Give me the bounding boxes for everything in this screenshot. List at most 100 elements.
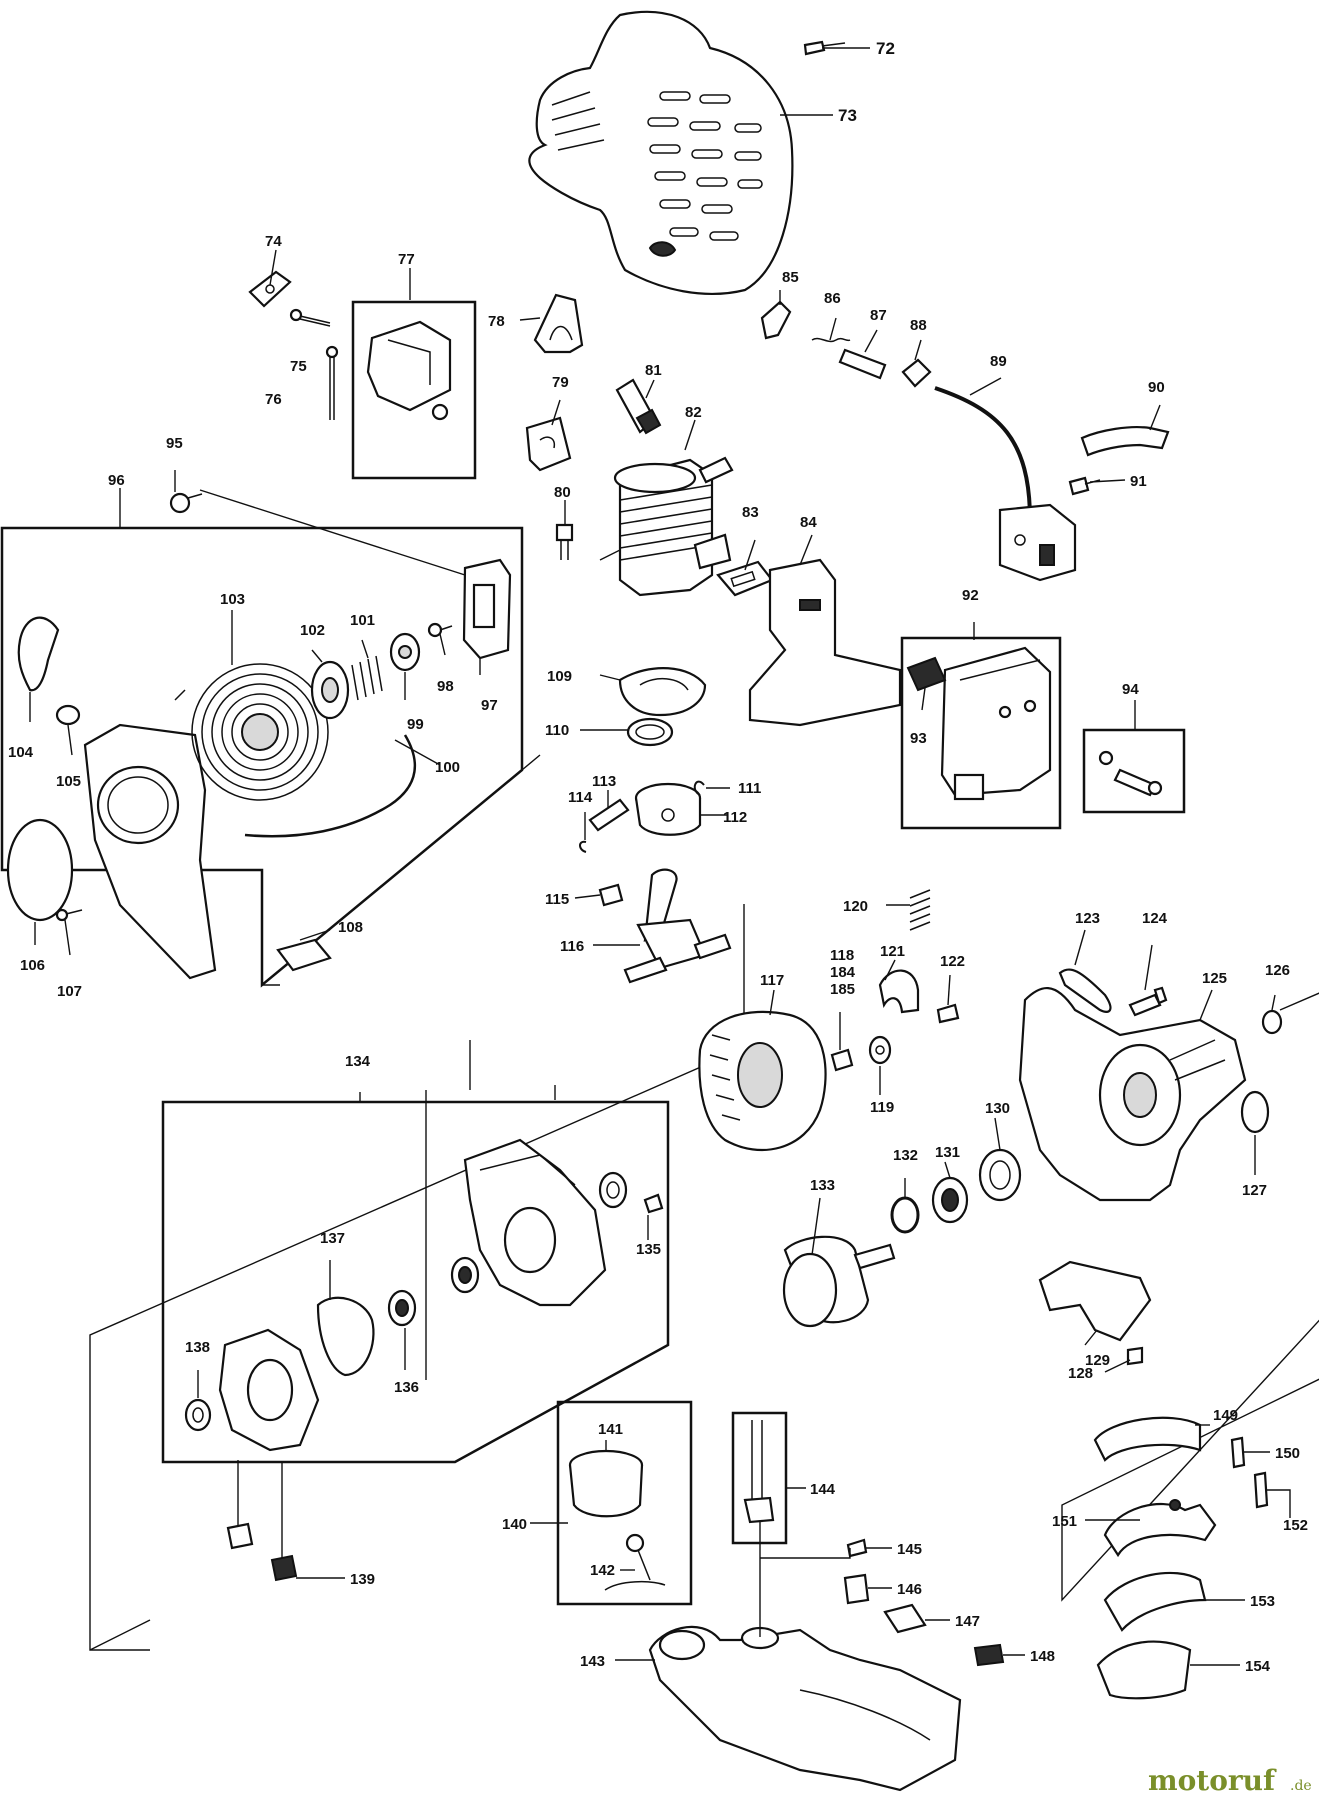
callout-101: 101 [350, 612, 375, 629]
crankcase-half [218, 1328, 320, 1452]
ring-110 [626, 717, 674, 747]
callout-104: 104 [8, 744, 34, 761]
nut-185 [830, 1048, 854, 1072]
cap-127 [1240, 1090, 1270, 1134]
callout-86: 86 [824, 290, 841, 307]
callout-87: 87 [870, 307, 887, 324]
bearing-136 [387, 1289, 417, 1327]
callout-108: 108 [338, 919, 363, 936]
bearing-crankcase [450, 1256, 480, 1294]
watermark-logo: motoruf .de [1148, 1764, 1312, 1797]
heat-shield-84 [748, 558, 902, 727]
bracket-129 [1038, 1260, 1152, 1342]
clamp-149 [1093, 1416, 1202, 1462]
screw-91 [1068, 476, 1101, 496]
callout-80: 80 [554, 484, 571, 501]
wire-89 [934, 386, 1032, 521]
callout-116: 116 [560, 938, 584, 955]
starter-case [83, 723, 217, 980]
callout-142: 142 [590, 1562, 615, 1579]
screw-122 [936, 1003, 960, 1024]
fuel-cap-141 [568, 1449, 644, 1518]
callout-134: 134 [345, 1053, 371, 1070]
fuel-tank-143 [648, 1625, 962, 1792]
group-box-140 [556, 1400, 693, 1606]
callout-185: 185 [830, 981, 855, 998]
callout-147: 147 [955, 1613, 980, 1630]
cover-vent-slots [647, 91, 763, 241]
screw-98 [427, 622, 453, 638]
callout-136: 136 [394, 1379, 419, 1396]
callout-139: 139 [350, 1571, 375, 1588]
bolt-95 [169, 492, 203, 514]
callout-129: 129 [1085, 1352, 1110, 1369]
callout-119: 119 [870, 1099, 894, 1116]
callout-135: 135 [636, 1241, 661, 1258]
callout-144: 144 [810, 1481, 836, 1498]
strap-142 [604, 1533, 666, 1591]
bearing-131 [931, 1176, 969, 1224]
cylinder-82 [613, 456, 734, 597]
callout-153: 153 [1250, 1593, 1275, 1610]
clamp-154 [1096, 1640, 1192, 1700]
handle-104 [17, 616, 60, 692]
clip-111 [693, 780, 705, 796]
watermark-tld: .de [1290, 1778, 1312, 1794]
callout-107: 107 [57, 983, 82, 1000]
clip-114 [579, 840, 587, 853]
callout-138: 138 [185, 1339, 210, 1356]
bolt-80 [555, 523, 574, 560]
callout-141: 141 [598, 1421, 623, 1438]
callout-140: 140 [502, 1516, 527, 1533]
callout-labels: 72 73 74 75 76 77 78 79 80 81 82 83 84 8… [8, 39, 1308, 1675]
callout-74: 74 [265, 233, 282, 250]
callout-78: 78 [488, 313, 505, 330]
ratchet-99 [389, 632, 421, 672]
callout-145: 145 [897, 1541, 922, 1558]
callout-94: 94 [1122, 681, 1139, 698]
callout-118: 118 [830, 947, 854, 964]
filter-144 [743, 1420, 775, 1524]
screen-93 [906, 656, 947, 692]
callout-81: 81 [645, 362, 662, 379]
gasket-79 [525, 416, 572, 472]
callout-88: 88 [910, 317, 927, 334]
gasket-83 [716, 560, 774, 597]
clutch-drum-133 [782, 1235, 896, 1328]
engine-cover [528, 10, 794, 296]
callout-117: 117 [760, 972, 784, 989]
screw-72 [803, 40, 846, 56]
circlip-132 [890, 1196, 920, 1234]
group-box-77 [351, 300, 477, 480]
callout-123: 123 [1075, 910, 1100, 927]
callout-143: 143 [580, 1653, 605, 1670]
lever-123 [1058, 968, 1112, 1013]
flywheel-117 [698, 1010, 827, 1152]
tube-87 [838, 348, 887, 380]
spring-86 [811, 337, 851, 343]
callout-120: 120 [843, 898, 868, 915]
callout-133: 133 [810, 1177, 835, 1194]
screw-128 [1126, 1346, 1144, 1366]
callout-85: 85 [782, 269, 799, 286]
ignition-coil [998, 503, 1077, 582]
callout-77: 77 [398, 251, 415, 268]
callout-103: 103 [220, 591, 245, 608]
callout-89: 89 [990, 353, 1007, 370]
callout-100: 100 [435, 759, 460, 776]
callout-79: 79 [552, 374, 569, 391]
callout-132: 132 [893, 1147, 918, 1164]
callout-106: 106 [20, 957, 45, 974]
seal-crankcase [598, 1171, 628, 1209]
muffler-92 [940, 646, 1052, 801]
callout-111: 111 [738, 780, 761, 797]
clamp-153 [1103, 1571, 1207, 1632]
callout-84: 84 [800, 514, 817, 531]
callout-150: 150 [1275, 1445, 1300, 1462]
screw-124 [1128, 986, 1168, 1017]
washer-119 [868, 1035, 892, 1065]
callout-130: 130 [985, 1100, 1010, 1117]
grommet-108 [276, 938, 332, 972]
reel-102 [310, 660, 350, 720]
